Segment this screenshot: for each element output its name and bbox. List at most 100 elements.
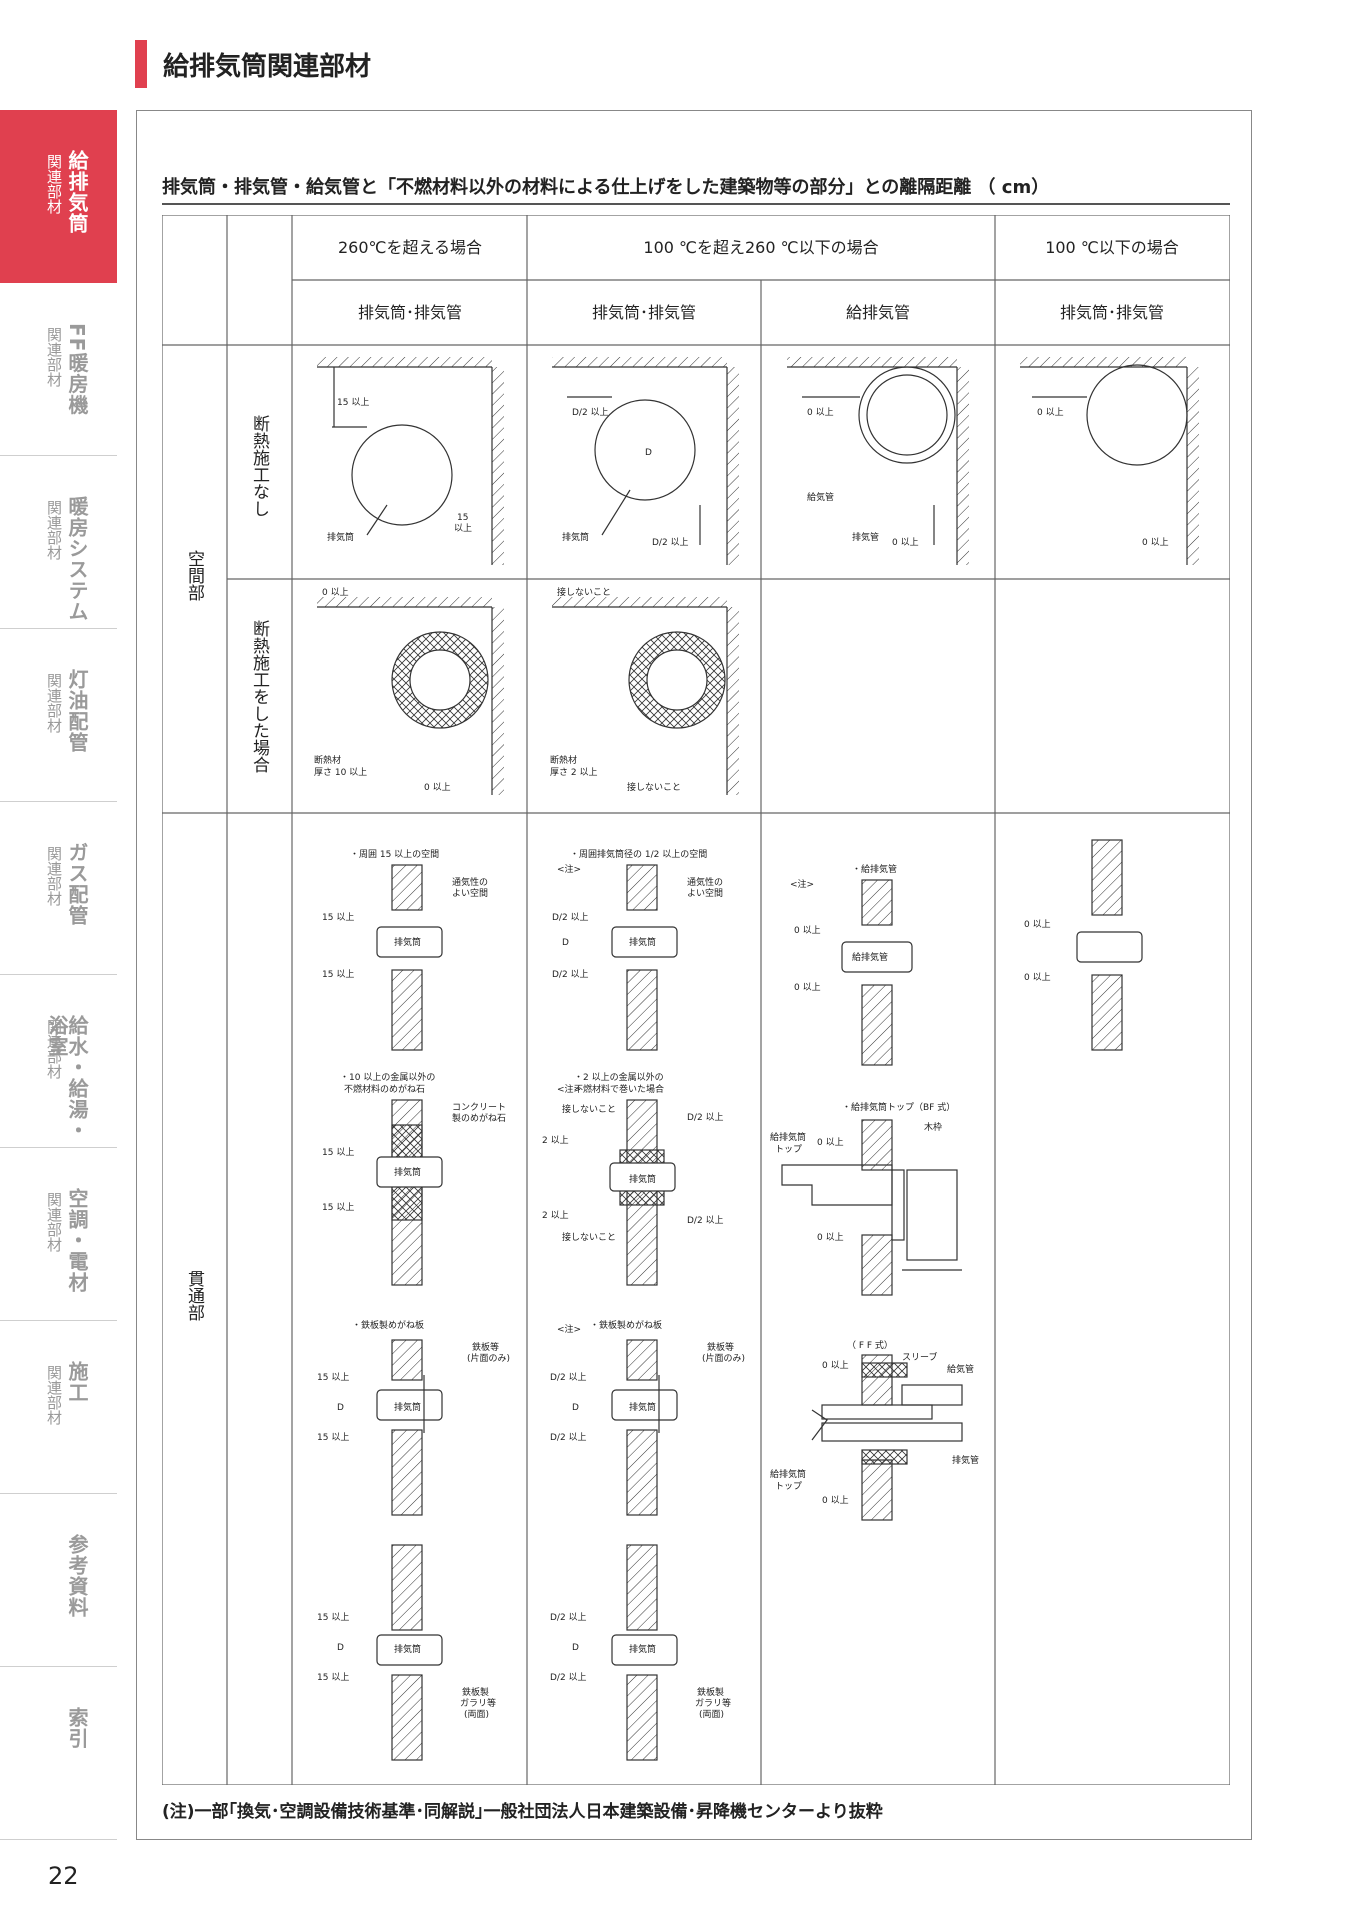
label-no-contact-2: 接しないこと [627,781,681,793]
sidebar-item-7[interactable]: 施工関連部材 [0,1321,117,1494]
pen-a2-note: <注> [557,863,581,875]
label-zero-3: 0 以上 [1037,407,1064,418]
sidebar-item-label: ガス配管 [65,842,89,926]
sidebar-item-sublabel: 関連部材 [45,327,63,387]
sidebar-item-5[interactable]: 給水・給湯・浴室関連部材 [0,975,117,1148]
diagram-no-insulation-100-260 [552,357,739,565]
clearance-table: 260℃を超える場合 100 ℃を超え260 ℃以下の場合 100 ℃以下の場合… [162,215,1230,1785]
pen-c3-zero-top: 0 以上 [822,1360,849,1371]
pen-a2-vent-2: よい空間 [687,887,723,899]
sidebar-item-sublabel: 関連部材 [45,1365,63,1425]
sidebar-item-sublabel: 関連部材 [45,673,63,733]
pen-b-15-bottom: 15 以上 [322,1202,354,1213]
sidebar-item-sublabel: 関連部材 [45,500,63,560]
label-15-top: 15 以上 [337,397,369,408]
sidebar-item-3[interactable]: 灯油配管関連部材 [0,629,117,802]
pen-b-title-2: 不燃材料のめがね石 [344,1083,425,1095]
pen-a-title-1: ・周囲 15 以上の空間 [350,848,439,860]
label-no-contact-1: 接しないこと [557,586,611,598]
pen-a2-d2-top: D/2 以上 [552,912,589,923]
pen-d2-d2-top: D/2 以上 [550,1612,587,1623]
pen-d2-garari-3: (両面) [699,1709,724,1720]
pen-a-15-bottom: 15 以上 [322,969,354,980]
sidebar-item-sublabel: 関連部材 [45,1019,63,1079]
label-insulation-1b: 厚さ 10 以上 [314,767,367,778]
pen-a2-d2-bottom: D/2 以上 [552,969,589,980]
row-label-with-insulation: 断熱施工をした場合 [249,620,270,773]
title-rule [162,203,1230,205]
pen-b2-title-1: ・2 以上の金属以外の [574,1071,664,1083]
pen-b-15-top: 15 以上 [322,1147,354,1158]
label-insulation-1a: 断熱材 [314,754,341,766]
pen-c3-top-1: 給排気筒 [770,1468,806,1480]
header-100-260: 100 ℃を超え260 ℃以下の場合 [643,238,878,257]
pen-a4-zero-bottom: 0 以上 [1024,972,1051,983]
pen-c-ff [811,1354,963,1521]
sidebar-item-label: 給排気筒 [65,150,89,234]
label-zero-1: 0 以上 [807,407,834,418]
clearance-table-svg: 260℃を超える場合 100 ℃を超え260 ℃以下の場合 100 ℃以下の場合… [162,215,1230,1785]
label-d2-top: D/2 以上 [572,407,609,418]
label-exhaust-tube-2: 排気筒 [562,531,589,543]
table-title: 排気筒・排気管・給気管と「不燃材料以外の材料による仕上げをした建築物等の部分」と… [162,177,1050,198]
pen-b2-two-top: 2 以上 [542,1135,569,1146]
subheader-1: 排気筒･排気管 [358,303,462,322]
pen-d-15-bottom: 15 以上 [317,1672,349,1683]
sidebar-item-label: 給水・給湯・浴室 [45,1015,89,1141]
sidebar-item-9[interactable]: 索引 [0,1667,117,1840]
sidebar-item-0[interactable]: 給排気筒関連部材 [0,110,117,283]
row-label-space: 空間部 [184,550,205,601]
diagram-insulated-100-260 [552,597,739,795]
sidebar-item-8[interactable]: 参考資料 [0,1494,117,1667]
pen-a-exhaust: 排気筒 [394,936,421,948]
sidebar-item-2[interactable]: 暖房システム関連部材 [0,456,117,629]
pen-c3-sleeve: スリーブ [902,1351,937,1363]
pen-b3-wood: 木枠 [924,1121,942,1133]
sidebar-item-sublabel: 関連部材 [45,154,63,214]
pen-b3-top-1: 給排気筒 [770,1131,806,1143]
pen-d2-garari-1: 鉄板製 [697,1686,724,1698]
pen-a3-pipe: 給排気管 [852,951,888,963]
sidebar-item-sublabel: 関連部材 [45,1192,63,1252]
sidebar-item-label: 施工 [65,1361,89,1403]
pen-a3-note: <注> [790,878,814,890]
pen-a3-title: ・給排気管 [852,863,897,875]
label-exhaust-tube-1: 排気筒 [327,531,354,543]
pen-d-exhaust: 排気筒 [394,1643,421,1655]
pen-a-note-2: よい空間 [452,887,488,899]
sidebar-item-label: 参考資料 [65,1534,89,1618]
pen-b2-exhaust: 排気筒 [629,1173,656,1185]
pen-a-under-100 [1076,839,1143,1051]
sidebar-item-4[interactable]: ガス配管関連部材 [0,802,117,975]
pen-a-15-top: 15 以上 [322,912,354,923]
pen-c2-d2-top: D/2 以上 [550,1372,587,1383]
diagram-no-insulation-intake [787,357,969,565]
pen-c-15-top: 15 以上 [317,1372,349,1383]
pen-b2-d2-top: D/2 以上 [687,1112,724,1123]
label-exhaust-pipe: 排気管 [852,531,879,543]
pen-c-title: ・鉄板製めがね板 [352,1319,424,1331]
sidebar-item-label: 索引 [65,1707,89,1749]
sidebar-item-label: FF暖房機 [65,323,89,416]
label-d: D [645,448,652,458]
pen-b2-title-2: 不燃材料で巻いた場合 [574,1083,664,1095]
pen-c2-steel-1: 鉄板等 [707,1341,734,1353]
label-zero-6: 0 以上 [424,782,451,793]
pen-c-steel-2: (片面のみ) [467,1352,510,1364]
label-zero-2: 0 以上 [892,537,919,548]
label-zero-5: 0 以上 [322,587,349,598]
pen-d2-d: D [572,1643,579,1653]
pen-c2-note: <注> [557,1323,581,1335]
title-accent-bar [135,40,147,88]
pen-c-steel-1: 鉄板等 [472,1341,499,1353]
sidebar-item-1[interactable]: FF暖房機関連部材 [0,283,117,456]
sidebar-item-label: 灯油配管 [65,669,89,753]
label-zero-4: 0 以上 [1142,537,1169,548]
label-insulation-2b: 厚さ 2 以上 [550,767,597,778]
row-label-penetration: 貫通部 [184,1270,205,1321]
diagram-insulated-260 [317,597,504,795]
sidebar-item-6[interactable]: 空調・電材関連部材 [0,1148,117,1321]
pen-b2-two-bottom: 2 以上 [542,1210,569,1221]
pen-c-exhaust: 排気筒 [394,1401,421,1413]
